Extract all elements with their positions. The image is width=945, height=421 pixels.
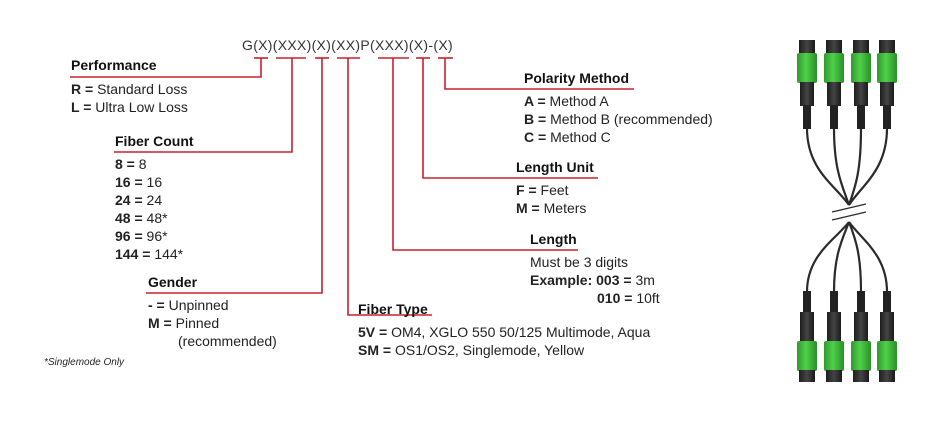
- performance-heading: Performance: [71, 57, 157, 73]
- fiber-count-option: 96 = 96*: [115, 228, 168, 244]
- length-example: 010 = 10ft: [597, 290, 660, 306]
- gender-recommended-note: (recommended): [178, 333, 277, 349]
- performance-option: R = Standard Loss: [71, 81, 188, 97]
- connector-icon: [797, 40, 817, 129]
- cable-break-mark: [831, 203, 867, 221]
- fiber-count-option: 24 = 24: [115, 192, 163, 208]
- part-number-code: G(X)(XXX)(X)(XX)P(XXX)(X)-(X): [242, 37, 453, 53]
- fiber-count-heading: Fiber Count: [115, 133, 194, 149]
- fiber-count-option: 8 = 8: [115, 156, 147, 172]
- leader-length-unit: [422, 58, 598, 179]
- length-heading: Length: [530, 231, 577, 247]
- bottom-connectors: [797, 291, 897, 382]
- connector-icon: [824, 291, 844, 382]
- singlemode-footnote: *Singlemode Only: [44, 357, 125, 368]
- length-unit-option: M = Meters: [516, 200, 587, 216]
- gender-option: M = Pinned: [148, 315, 220, 331]
- fiber-type-option: SM = OS1/OS2, Singlemode, Yellow: [358, 342, 585, 358]
- polarity-option: C = Method C: [524, 129, 611, 145]
- fiber-count-option: 144 = 144*: [115, 246, 184, 262]
- polarity-option: A = Method A: [524, 93, 609, 109]
- leader-length: [392, 58, 578, 251]
- leader-fiber-count: [114, 58, 293, 153]
- length-rule: Must be 3 digits: [530, 254, 629, 270]
- connector-icon: [797, 291, 817, 382]
- leader-gender: [146, 58, 323, 294]
- fiber-cables: [805, 127, 889, 293]
- connector-icon: [851, 40, 871, 129]
- leader-fiber-type: [347, 58, 432, 316]
- leader-performance: [70, 58, 262, 78]
- top-connectors: [797, 40, 897, 129]
- fiber-type-heading: Fiber Type: [358, 301, 428, 317]
- polarity-heading: Polarity Method: [524, 70, 630, 86]
- gender-heading: Gender: [148, 274, 198, 290]
- fiber-type-option: 5V = OM4, XGLO 550 50/125 Multimode, Aqu…: [358, 324, 651, 340]
- polarity-option: B = Method B (recommended): [524, 111, 713, 127]
- length-unit-heading: Length Unit: [516, 159, 594, 175]
- fiber-count-option: 48 = 48*: [115, 210, 168, 226]
- connector-icon: [851, 291, 871, 382]
- connector-icon: [877, 291, 897, 382]
- leader-polarity: [444, 58, 634, 90]
- length-example: Example: 003 = 3m: [530, 272, 655, 288]
- connector-icon: [824, 40, 844, 129]
- length-unit-option: F = Feet: [516, 182, 569, 198]
- performance-option: L = Ultra Low Loss: [71, 99, 188, 115]
- fiber-count-option: 16 = 16: [115, 174, 163, 190]
- gender-option: - = Unpinned: [148, 297, 229, 313]
- connector-icon: [877, 40, 897, 129]
